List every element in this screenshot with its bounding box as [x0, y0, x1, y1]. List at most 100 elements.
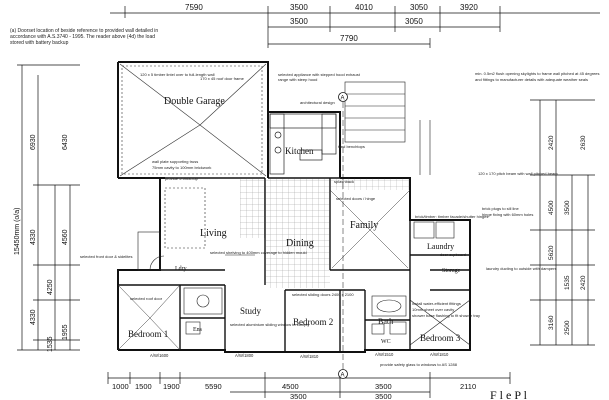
note-laundry-3: laundry ducting to outside with dampers	[486, 266, 556, 271]
room-label-study: Study	[240, 306, 262, 316]
dim-top-3: 4010	[355, 3, 373, 12]
left-dimension-lines	[17, 64, 80, 351]
note-kitchen-3: tiled benchtops	[338, 144, 365, 149]
dim-bottom-7: 2110	[460, 382, 476, 391]
section-markers: A A	[338, 92, 348, 379]
note-ens-3: shower base flashing to fit shower tray	[412, 313, 480, 318]
note-family-1: splashback	[334, 179, 354, 184]
dim-left-8: 1535	[47, 336, 54, 352]
room-label-bedroom1: Bedroom 1	[128, 329, 168, 339]
note-misc-1: selected front door & sidelites	[80, 254, 132, 259]
dim-top-4: 3050	[410, 3, 428, 12]
dim-bottom-6: 3500	[375, 382, 392, 391]
annotation-notes: 120 x 5 timber lintel over to full-lengt…	[80, 71, 600, 367]
note-right-4: brick plugs to sill line	[482, 206, 519, 211]
dim-left-2: 6430	[62, 134, 69, 150]
left-dimension-texts: 15450mm (o/a) 6930 6430 4330 4560 4330 4…	[14, 134, 69, 352]
note-kitchen-1: selected appliance with stepped hood exh…	[278, 72, 361, 77]
tiled-floor	[240, 178, 410, 288]
note-bed1-1: selected roof door	[130, 296, 163, 301]
dim-bottom-4: 5590	[205, 382, 222, 391]
window-tag: A/W/1600	[150, 353, 169, 358]
note-bottom-1: provide safety glass to windows to AS 12…	[380, 362, 458, 367]
top-dimension-lines	[110, 6, 600, 48]
dim-bottom-8: 3500	[290, 392, 307, 400]
dim-right-6: 1535	[564, 275, 571, 290]
dim-left-overall: 15450mm (o/a)	[14, 208, 21, 255]
dim-top-1: 7590	[185, 3, 203, 12]
dim-bottom-5: 4500	[282, 382, 299, 391]
room-label-dining: Dining	[286, 238, 314, 249]
dim-left-6: 4250	[47, 279, 54, 295]
bottom-dimension-lines	[107, 372, 511, 398]
room-label-bath: Bath	[378, 317, 393, 326]
dim-right-2: 2630	[580, 135, 587, 150]
room-label-family: Family	[350, 220, 378, 231]
top-left-note: (a) Doorset location of beside reference…	[10, 28, 159, 46]
note-garage-1: 120 x 5 timber lintel over to full-lengt…	[140, 72, 215, 77]
kitchen-fixtures	[269, 113, 337, 175]
right-dimension-lines	[530, 99, 595, 346]
section-marker-bottom: A	[341, 373, 345, 379]
room-label-laundry: Laundry	[427, 242, 454, 251]
laundry-fixtures	[409, 221, 471, 346]
dim-right-9: 2420	[580, 275, 587, 290]
note-right-3: 120 x 170 pitch beam with wall pitched b…	[478, 171, 558, 176]
room-label-storage: Storage	[442, 268, 461, 274]
window-tag: A/W/1810	[300, 354, 319, 359]
dim-top-2: 3500	[290, 3, 308, 12]
note-kitchen-2: range with steep hood	[278, 77, 317, 82]
dim-right-4: 4500	[548, 200, 555, 215]
room-label-garage: Double Garage	[164, 96, 225, 107]
window-tag: A/W/1800	[235, 353, 254, 358]
dim-right-5: 5620	[548, 245, 555, 260]
rear-steps	[344, 81, 431, 175]
top-dimension-texts: 7590 3500 4010 3050 3920 3500 3050 7790	[185, 3, 478, 43]
note-laundry-2: door cupboard	[440, 252, 466, 257]
dim-right-8: 2500	[564, 320, 571, 335]
dim-right-7: 3160	[548, 315, 555, 330]
dim-bottom-3: 1900	[163, 382, 180, 391]
room-label-living: Living	[200, 228, 227, 239]
bottom-dimension-texts: 1000 1500 1900 5590 4500 3500 2110 3500 …	[112, 382, 476, 400]
note-laundry-1: brick/timber: timber facade/shutter hing…	[415, 214, 488, 219]
right-dimension-texts: 2420 2630 3500 4500 5620 1535 3160 2500 …	[548, 135, 587, 335]
living-fixtures	[137, 187, 255, 271]
dim-top-8: 7790	[340, 34, 358, 43]
room-label-ldry: Ldry	[175, 266, 187, 272]
dim-left-7: 1955	[62, 324, 69, 340]
room-label-bedroom3: Bedroom 3	[420, 333, 461, 343]
bathroom-fixtures	[183, 287, 407, 335]
top-left-note-text: (a) Doorset location of beside reference…	[10, 28, 159, 46]
dim-right-3: 3500	[564, 200, 571, 215]
note-bed2-1: selected sliding doors 2400 x 2100	[292, 292, 354, 297]
dim-left-3: 4330	[30, 229, 37, 245]
note-living-1: selected shelving to 400mm coverage to h…	[210, 250, 307, 255]
room-label-kitchen: Kitchen	[285, 146, 314, 156]
note-garage-4: 75mm cavity to 100mm brickwork	[152, 165, 211, 170]
bedroom1-roof-lines	[117, 284, 181, 351]
note-garage-5: provide 5 brick-top	[165, 176, 199, 181]
footer-title: F l e P l	[490, 388, 528, 400]
note-garage-2: 170 x 45 roof door frame	[200, 76, 245, 81]
dim-bottom-2: 1500	[135, 382, 152, 391]
note-study-1: selected aluminium sliding window to com…	[230, 322, 309, 327]
window-tag: A/W/1810	[430, 352, 449, 357]
note-right-2: and fittings to manufacturer details wit…	[475, 77, 588, 82]
note-right-1: min. 0.5m2 flush opening skylights to fr…	[475, 71, 600, 76]
dim-left-1: 6930	[30, 134, 37, 150]
dim-top-5: 3920	[460, 3, 478, 12]
dim-top-7: 3050	[405, 17, 423, 26]
note-garage-3: wall plate supporting truss	[152, 159, 198, 164]
window-tags: A/W/1600 A/W/1800 A/W/1810 A/W/1510 A/W/…	[150, 352, 449, 359]
note-ens-1: install water-efficient fittings	[412, 301, 461, 306]
note-dining-1: selected doors / hinge	[336, 196, 376, 201]
dim-bottom-1: 1000	[112, 382, 129, 391]
dim-right-1: 2420	[548, 135, 555, 150]
room-label-bedroom2: Bedroom 2	[293, 317, 333, 327]
room-labels: Double Garage Kitchen Living Dining Fami…	[128, 96, 461, 345]
family-roof-lines	[329, 189, 411, 269]
dim-top-6: 3500	[290, 17, 308, 26]
window-tag: A/W/1510	[375, 352, 394, 357]
